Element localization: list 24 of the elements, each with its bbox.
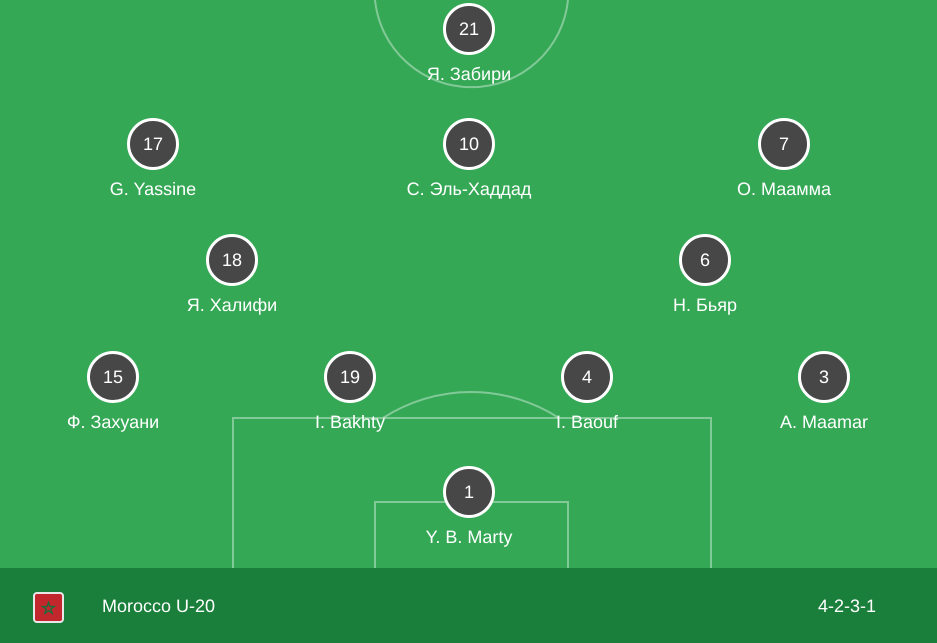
player-name: Ф. Захуани bbox=[66, 411, 160, 433]
player-name: О. Маамма bbox=[737, 178, 831, 200]
player-name: G. Yassine bbox=[110, 178, 196, 200]
player-name: Н. Бьяр bbox=[673, 294, 737, 316]
player-marker: 3 bbox=[798, 351, 850, 403]
player-marker: 6 bbox=[679, 234, 731, 286]
player-marker: 1 bbox=[443, 466, 495, 518]
player-name: I. Bakhty bbox=[314, 411, 386, 433]
team-name: Morocco U-20 bbox=[102, 595, 216, 617]
player-marker: 21 bbox=[443, 3, 495, 55]
player-marker: 19 bbox=[324, 351, 376, 403]
player-marker: 10 bbox=[443, 118, 495, 170]
player-marker: 18 bbox=[206, 234, 258, 286]
formation: 4-2-3-1 bbox=[818, 595, 876, 617]
player-marker: 17 bbox=[127, 118, 179, 170]
player-name: A. Maamar bbox=[780, 411, 868, 433]
player-name: I. Baouf bbox=[556, 411, 618, 433]
player-name: С. Эль-Хаддад bbox=[406, 178, 532, 200]
player-marker: 4 bbox=[561, 351, 613, 403]
player-marker: 7 bbox=[758, 118, 810, 170]
player-marker: 15 bbox=[87, 351, 139, 403]
player-name: Я. Забири bbox=[426, 63, 512, 85]
player-name: Y. B. Marty bbox=[426, 526, 512, 548]
player-name: Я. Халифи bbox=[186, 294, 278, 316]
